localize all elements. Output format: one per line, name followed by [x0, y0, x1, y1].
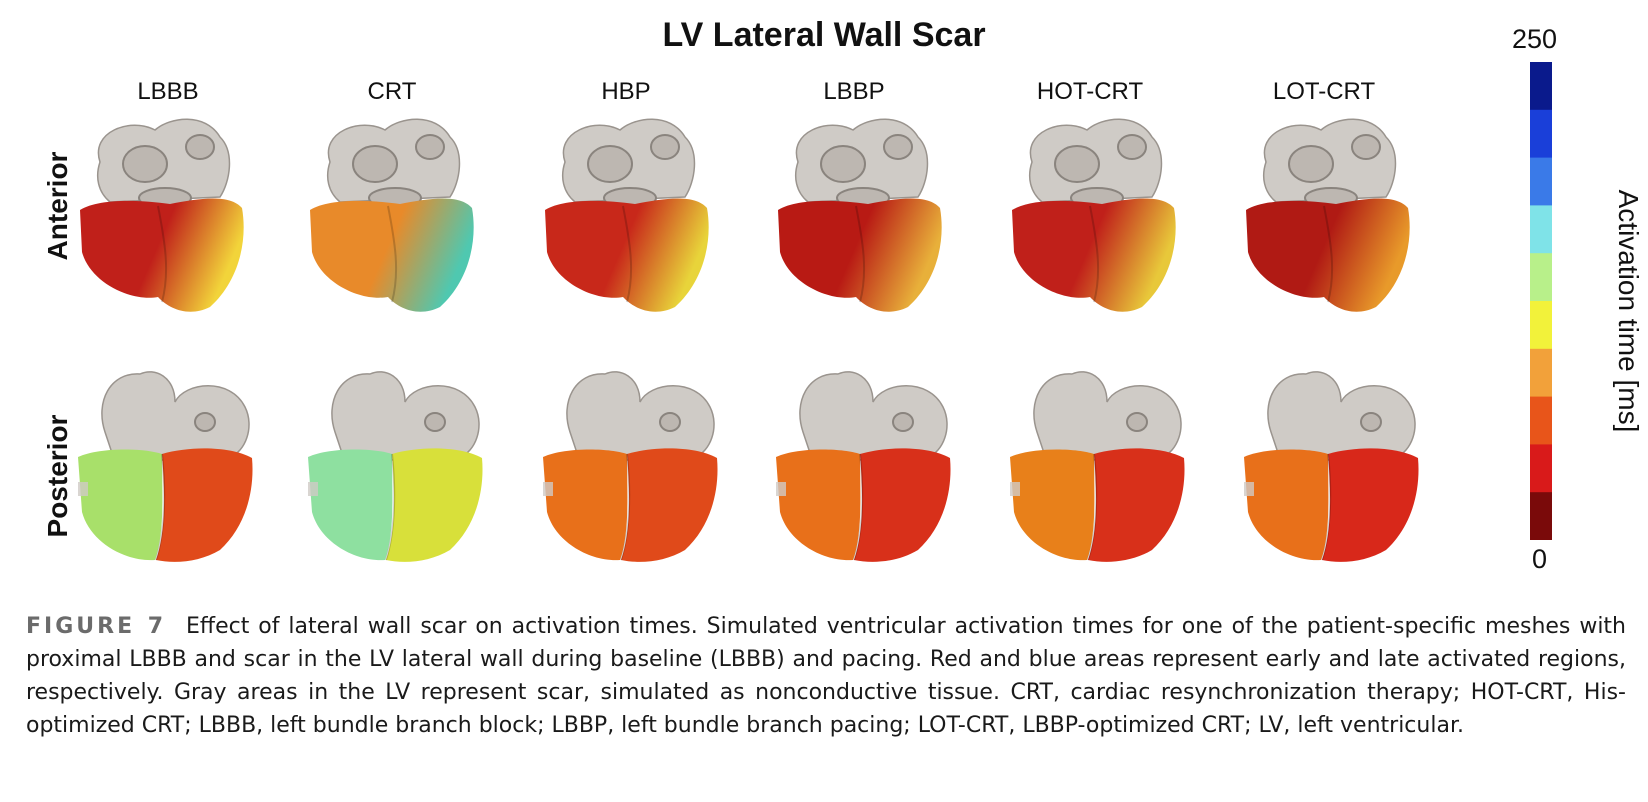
- heart-anterior-crt: [310, 118, 474, 312]
- figure-title: LV Lateral Wall Scar: [662, 16, 986, 54]
- colorbar: [1530, 62, 1552, 540]
- colorbar-band: [1530, 157, 1552, 206]
- colorbar-band: [1530, 109, 1552, 159]
- heart-posterior-hot-crt: [1010, 371, 1185, 562]
- colorbar-band: [1530, 301, 1552, 350]
- heart-anterior-lbbp: [778, 118, 942, 312]
- column-label-lbbb: LBBB: [137, 78, 199, 105]
- colorbar-band: [1530, 396, 1552, 445]
- heart-anterior-lot-crt: [1246, 118, 1410, 312]
- colorbar-band: [1530, 205, 1552, 254]
- heart-posterior-lbbp: [776, 371, 951, 562]
- colorbar-band: [1530, 492, 1552, 540]
- column-label-lbbp: LBBP: [823, 78, 885, 105]
- heart-posterior-hbp: [543, 371, 718, 562]
- column-label-hbp: HBP: [601, 78, 651, 105]
- colorbar-min-label: 0: [1532, 544, 1548, 574]
- column-label-hot-crt: HOT-CRT: [1036, 78, 1144, 105]
- heart-posterior-crt: [308, 371, 483, 562]
- figure-number: FIGURE 7: [26, 614, 167, 639]
- column-label-crt: CRT: [367, 78, 417, 105]
- heart-posterior-lot-crt: [1244, 371, 1419, 562]
- colorbar-band: [1530, 253, 1552, 302]
- colorbar-max-label: 250: [1512, 24, 1558, 54]
- heart-anterior-hbp: [545, 118, 709, 312]
- column-label-lot-crt: LOT-CRT: [1272, 78, 1376, 105]
- heart-anterior-hot-crt: [1012, 118, 1176, 312]
- heart-anterior-lbbb: [80, 118, 244, 312]
- colorbar-axis-label: Activation time [ms]: [1613, 189, 1644, 433]
- colorbar-band: [1530, 62, 1552, 111]
- colorbar-band: [1530, 348, 1552, 398]
- colorbar-band: [1530, 444, 1552, 493]
- heart-posterior-lbbb: [78, 371, 253, 562]
- caption-text: Effect of lateral wall scar on activatio…: [26, 614, 1626, 738]
